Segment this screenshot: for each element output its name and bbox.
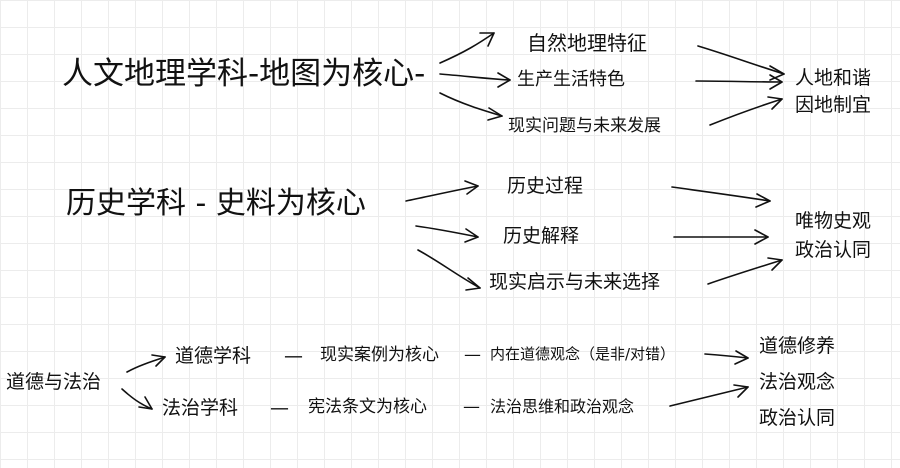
history-branch-2: 历史解释 bbox=[503, 225, 580, 247]
arrow-hist-title-to-branch-2 bbox=[415, 225, 479, 243]
history-outcome-1: 唯物史观 bbox=[795, 210, 872, 232]
arrow-hist-branch-2-to-outcome bbox=[673, 229, 769, 245]
morality-concept-1: 内在道德观念（是非/对错） bbox=[490, 345, 676, 363]
morality-outcome-2: 法治观念 bbox=[759, 371, 836, 393]
morality-root: 道德与法治 bbox=[6, 371, 102, 393]
arrow-moral-root-to-subject-2 bbox=[121, 388, 153, 410]
morality-subject-2: 法治学科 bbox=[162, 397, 239, 419]
arrow-geo-branch-2-to-outcome bbox=[695, 74, 783, 90]
arrow-geo-branch-3-to-outcome bbox=[709, 96, 783, 126]
arrow-geo-title-to-branch-1 bbox=[439, 32, 495, 64]
geography-branch-3: 现实问题与未来发展 bbox=[508, 116, 661, 136]
arrow-hist-title-to-branch-3 bbox=[417, 249, 481, 291]
arrow-geo-title-to-branch-3 bbox=[439, 92, 503, 121]
morality-concept-2: 法治思维和政治观念 bbox=[490, 397, 635, 416]
morality-dash-2: — bbox=[270, 397, 289, 419]
history-branch-3: 现实启示与未来选择 bbox=[489, 271, 661, 293]
arrow-moral-root-to-subject-1 bbox=[126, 354, 166, 373]
arrow-moral-concept-1-to-outcome bbox=[704, 350, 749, 365]
morality-dash-1: — bbox=[284, 345, 303, 367]
geography-branch-2: 生产生活特色 bbox=[517, 69, 625, 90]
arrow-hist-branch-1-to-outcome bbox=[671, 186, 771, 208]
history-outcome-2: 政治认同 bbox=[795, 239, 872, 261]
morality-dash-1b: — bbox=[464, 345, 481, 365]
arrow-moral-concept-2-to-outcome bbox=[669, 384, 749, 407]
morality-subject-1: 道德学科 bbox=[175, 345, 252, 367]
geography-title: 人文地理学科-地图为核心- bbox=[62, 56, 426, 92]
morality-outcome-3: 政治认同 bbox=[759, 407, 836, 429]
arrow-hist-branch-3-to-outcome bbox=[707, 257, 783, 285]
geography-outcome-1: 人地和谐 bbox=[795, 67, 872, 89]
morality-core-1: 现实案例为核心 bbox=[320, 345, 439, 365]
morality-dash-2b: — bbox=[463, 397, 480, 417]
arrow-geo-title-to-branch-2 bbox=[439, 72, 511, 88]
arrow-hist-title-to-branch-1 bbox=[405, 180, 479, 202]
history-title: 历史学科 - 史料为核心 bbox=[66, 186, 366, 221]
geography-outcome-2: 因地制宜 bbox=[795, 94, 872, 116]
morality-outcome-1: 道德修养 bbox=[759, 335, 836, 357]
geography-branch-1: 自然地理特征 bbox=[527, 31, 647, 55]
history-branch-1: 历史过程 bbox=[507, 175, 584, 197]
morality-core-2: 宪法条文为核心 bbox=[308, 397, 427, 417]
